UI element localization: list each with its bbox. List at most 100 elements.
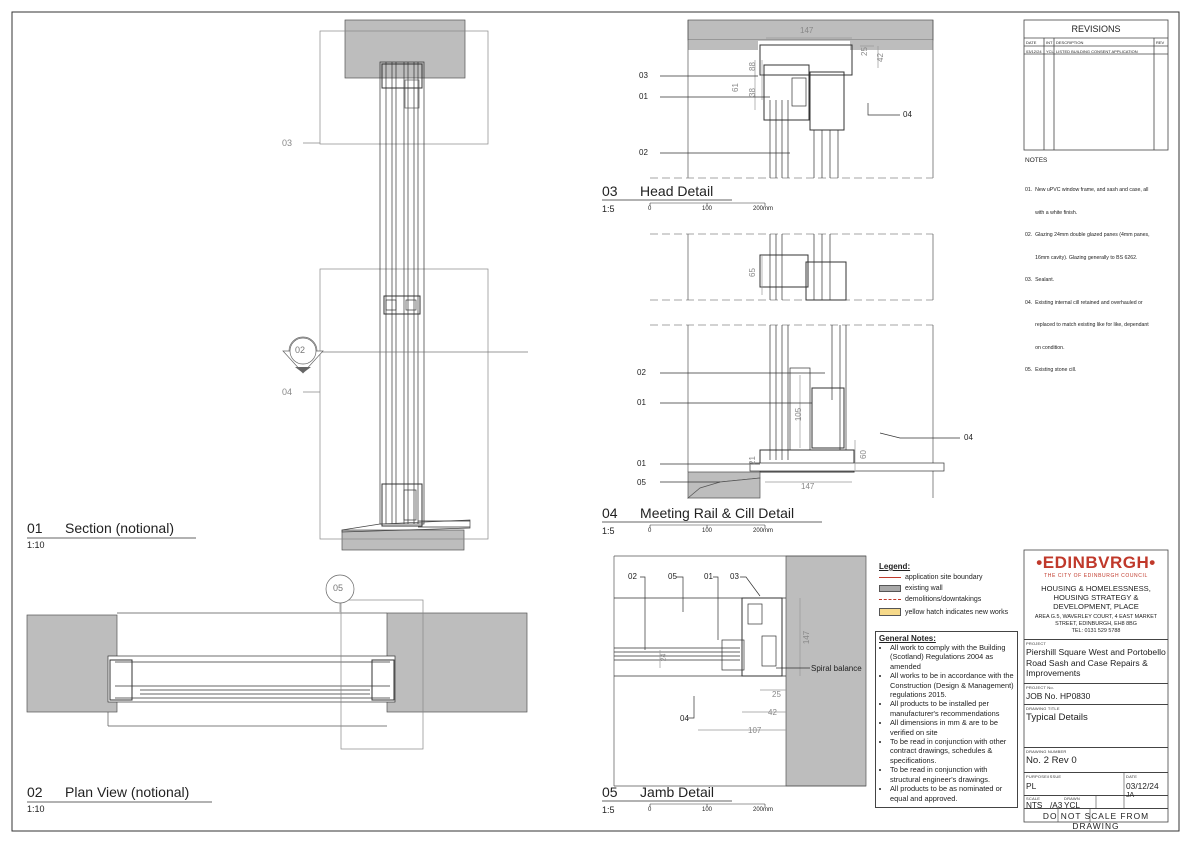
purpose-label: PURPOSE/ISSUE bbox=[1026, 774, 1062, 779]
note-line: on condition. bbox=[1025, 344, 1065, 351]
revisions-header-date: DATE bbox=[1026, 40, 1037, 45]
tag-05: 05 bbox=[668, 572, 677, 581]
purpose-value: PL bbox=[1026, 781, 1037, 791]
scalebar-mid: 100 bbox=[702, 528, 713, 534]
view-title: Jamb Detail bbox=[640, 784, 714, 800]
view-title: Plan View (notional) bbox=[65, 784, 190, 800]
tag-04: 04 bbox=[903, 110, 912, 119]
head-detail bbox=[650, 19, 934, 179]
plan-view-title: 02 Plan View (notional) bbox=[27, 784, 189, 802]
notes-list: 01. New uPVC window frame, and sash and … bbox=[1025, 172, 1171, 382]
council-logo: •EDINBVRGH• bbox=[1036, 553, 1156, 572]
scalebar-end: 200mm bbox=[753, 807, 774, 813]
view-number: 03 bbox=[602, 183, 618, 199]
sheet-border bbox=[11, 11, 1180, 832]
tag-04: 04 bbox=[964, 433, 973, 442]
do-not-scale-notice: DO NOT SCALE FROM DRAWING bbox=[1042, 811, 1150, 831]
drawing-number-label: DRAWING NUMBER bbox=[1026, 749, 1067, 754]
callout-label-04: 04 bbox=[282, 387, 293, 397]
dim-label: 61 bbox=[730, 83, 740, 92]
general-note: All works to be in accordance with the C… bbox=[890, 671, 1014, 699]
revisions-header-rev: REV bbox=[1156, 40, 1165, 45]
drawing-title-label: DRAWING TITLE bbox=[1026, 706, 1060, 711]
callout-marker-label: 05 bbox=[333, 583, 344, 593]
view-title: Head Detail bbox=[640, 183, 714, 199]
project-number: JOB No. HP0830 bbox=[1026, 691, 1091, 701]
footer-row: DO NOT SCALE FROM DRAWING bbox=[1024, 808, 1168, 831]
revision-desc: LISTED BUILDING CONSENT APPLICATION bbox=[1056, 49, 1138, 54]
legend-label: application site boundary bbox=[905, 574, 983, 581]
project-row: PROJECT Piershill Square West and Portob… bbox=[1024, 639, 1168, 683]
general-note: All products to be installed per manufac… bbox=[890, 699, 1014, 718]
plan-view bbox=[26, 574, 528, 750]
scale-value: NTS bbox=[1026, 801, 1043, 810]
dim-label: 25 bbox=[859, 47, 869, 56]
view-number: 02 bbox=[27, 784, 43, 800]
head-detail-scale: 1:5 bbox=[602, 204, 615, 214]
revisions-title: REVISIONS bbox=[1071, 24, 1121, 34]
existing-wall-bottom bbox=[341, 529, 465, 551]
legend-swatch bbox=[879, 599, 901, 600]
note-line: 16mm cavity). Glazing generally to BS 62… bbox=[1025, 254, 1138, 261]
dim-label: 147 bbox=[801, 482, 815, 491]
scalebar-zero: 0 bbox=[648, 206, 652, 212]
drawing-number: No. 2 Rev 0 bbox=[1026, 755, 1077, 766]
general-note: All products to be as nominated or equal… bbox=[890, 784, 1014, 803]
tag-01: 01 bbox=[639, 92, 648, 101]
existing-wall-top bbox=[344, 19, 466, 79]
dim-label: 24 bbox=[660, 653, 668, 662]
legend-item: demolitions/downtakings bbox=[879, 594, 1019, 605]
legend-swatch bbox=[879, 608, 901, 616]
section-view-scale: 1:10 bbox=[27, 540, 45, 550]
checked-value: JA bbox=[1126, 792, 1135, 799]
note-line: replaced to match existing like for like… bbox=[1025, 322, 1149, 328]
drawn-value: YCL bbox=[1064, 801, 1080, 810]
note-line: with a white finish. bbox=[1025, 209, 1078, 216]
general-notes-heading: General Notes: bbox=[879, 634, 936, 643]
drawing-title-row: DRAWING TITLE Typical Details bbox=[1024, 704, 1168, 747]
existing-wall-right bbox=[386, 612, 528, 713]
jamb-existing-wall bbox=[785, 555, 867, 787]
view-number: 01 bbox=[27, 520, 43, 536]
notes-heading: NOTES bbox=[1025, 157, 1048, 164]
legend-swatch bbox=[879, 577, 901, 578]
legend-label: demolitions/downtakings bbox=[905, 596, 982, 603]
dim-label: 25 bbox=[772, 690, 781, 699]
scalebar-end: 200mm bbox=[753, 206, 774, 212]
dim-label: 65 bbox=[747, 268, 757, 277]
section-view-title: 01 Section (notional) bbox=[27, 520, 174, 538]
dim-label: 88 bbox=[747, 62, 757, 71]
jamb-callout-box bbox=[340, 599, 424, 750]
head-detail-title: 03 Head Detail bbox=[602, 183, 713, 201]
jamb-detail-title: 05 Jamb Detail bbox=[602, 784, 714, 802]
tag-03: 03 bbox=[639, 71, 648, 80]
dim-label: 60 bbox=[858, 450, 868, 459]
callout-marker-05 bbox=[325, 574, 355, 604]
general-note: All work to comply with the Building (Sc… bbox=[890, 643, 1014, 671]
scalebar-zero: 0 bbox=[648, 807, 652, 813]
scale-row: SCALE NTS /A3 DRAWN YCL JA bbox=[1024, 792, 1168, 810]
scale-label: SCALE bbox=[1026, 796, 1041, 801]
title-block-frame bbox=[1023, 549, 1169, 823]
dim-label: 38 bbox=[747, 88, 757, 97]
view-title: Section (notional) bbox=[65, 520, 174, 536]
tag-02: 02 bbox=[639, 148, 648, 157]
drawn-label: DRAWN bbox=[1064, 796, 1080, 801]
tag-03: 03 bbox=[730, 572, 739, 581]
tag-01: 01 bbox=[637, 398, 646, 407]
department-tel: TEL: 0131 529 5788 bbox=[1071, 628, 1121, 634]
legend-heading: Legend: bbox=[879, 562, 911, 571]
view-number: 05 bbox=[602, 784, 618, 800]
revision-int: YCL bbox=[1046, 49, 1054, 54]
general-notes-list: All work to comply with the Building (Sc… bbox=[879, 643, 1014, 803]
legend-label: yellow hatch indicates new works bbox=[905, 608, 1009, 616]
general-note: All dimensions in mm & are to be verifie… bbox=[890, 718, 1014, 737]
date-label: DATE bbox=[1126, 774, 1138, 779]
date-value: 03/12/24 bbox=[1126, 781, 1159, 791]
note-line: 04. Existing internal cill retained and … bbox=[1025, 299, 1143, 306]
council-logo-subtitle: THE CITY OF EDINBURGH COUNCIL bbox=[1044, 573, 1148, 579]
legend-swatch bbox=[879, 585, 901, 592]
dim-label: 21 bbox=[747, 456, 757, 465]
tag-02: 02 bbox=[637, 368, 646, 377]
